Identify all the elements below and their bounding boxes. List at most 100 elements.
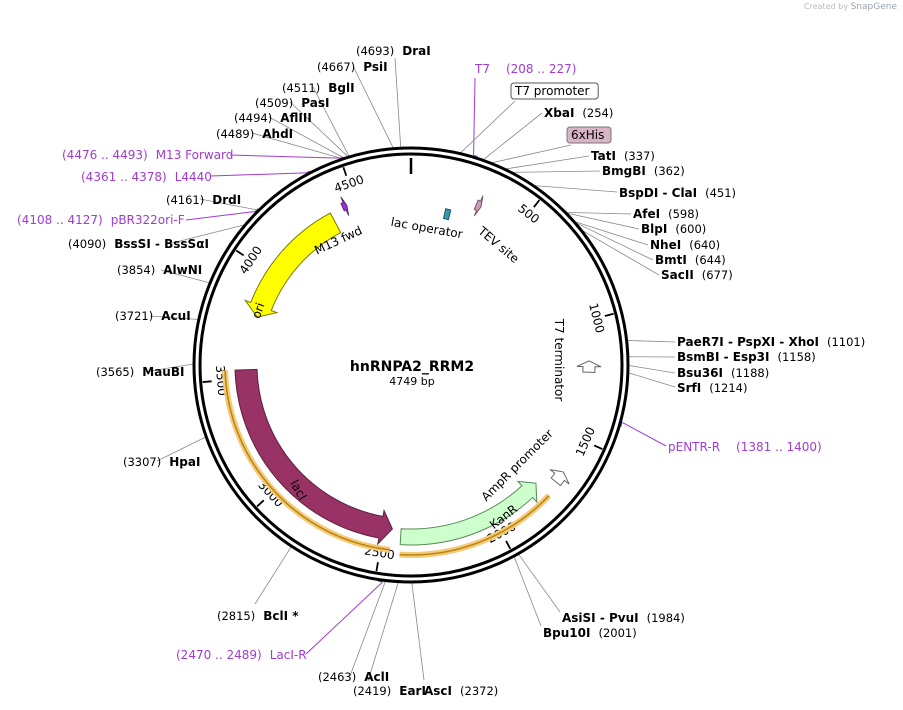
leader-line <box>580 228 660 276</box>
enzyme-position: (640) <box>689 238 720 252</box>
feature-label-tev-site: TEV site <box>475 223 522 266</box>
primer-range: (4108 .. 4127) <box>17 213 103 227</box>
tick-label: 1500 <box>573 425 598 459</box>
enzyme-label: Bpu10I(2001) <box>543 626 637 640</box>
enzyme-position: (4511) <box>282 81 320 95</box>
leader-line <box>565 211 632 215</box>
leader-line <box>160 269 211 284</box>
leader-line <box>411 581 425 681</box>
backbone-inner-ring <box>198 152 624 578</box>
enzyme-name: DraI <box>402 44 430 58</box>
primer-name: pENTR-R <box>668 440 720 454</box>
enzyme-label: (3307)HpaI <box>123 455 200 469</box>
primer-leader <box>209 172 306 177</box>
enzyme-position: (1214) <box>709 381 747 395</box>
enzyme-label: (4494)AflIII <box>234 111 312 125</box>
primer-leader <box>229 154 339 159</box>
enzyme-name: PasI <box>301 96 329 110</box>
enzyme-label: Bsu36I(1188) <box>677 366 769 380</box>
enzyme-name: AfeI <box>633 207 660 221</box>
enzyme-label: NheI(640) <box>650 238 720 252</box>
enzyme-label: (4090)BssSI - BssSαI <box>68 237 209 251</box>
leader-line <box>312 86 350 158</box>
tick-mark <box>593 444 603 450</box>
enzyme-name: BssSI - BssSαI <box>114 237 209 251</box>
enzyme-name: Bpu10I <box>543 626 590 640</box>
enzyme-label: XbaI(254) <box>544 106 613 120</box>
enzyme-label: (2419)EarI <box>353 684 426 698</box>
enzyme-position: (337) <box>624 149 655 163</box>
enzyme-label: BsmBI - Esp3I(1158) <box>677 350 816 364</box>
callout-leader <box>459 100 516 154</box>
enzyme-label: (4667)PsiI <box>317 60 388 74</box>
tick-label: 4000 <box>237 243 265 276</box>
enzyme-label: AsiSI - PvuI(1984) <box>562 611 685 625</box>
tick-mark <box>342 166 348 177</box>
leader-line <box>565 212 640 230</box>
enzyme-label: AfeI (598) <box>633 207 699 221</box>
plasmid-name: hnRNPA2_RRM2 <box>350 359 474 375</box>
snapgene-credit: Created by SnapGene <box>804 2 897 12</box>
enzyme-name: SrfI <box>677 381 701 395</box>
enzyme-position: (598) <box>668 207 699 221</box>
callout-box <box>566 126 612 144</box>
primer-line <box>399 495 550 556</box>
enzyme-name: AlwNI <box>163 263 202 277</box>
enzyme-position: (254) <box>582 106 613 120</box>
enzyme-name: MauBI <box>142 365 184 379</box>
primer-label: (4361 .. 4378)L4440 <box>81 170 212 184</box>
feature-label-t7-terminator: T7 terminator <box>552 318 566 402</box>
enzyme-position: (4489) <box>216 127 254 141</box>
features <box>222 195 602 558</box>
tick-mark <box>533 199 541 208</box>
credit-prefix: Created by <box>804 2 849 11</box>
backbone-outer-ring <box>192 146 630 584</box>
leader-line <box>367 581 399 682</box>
enzyme-position: (2372) <box>460 684 498 698</box>
enzyme-position: (4667) <box>317 60 355 74</box>
leader-line <box>627 372 676 388</box>
enzyme-name: AsiSI - PvuI <box>562 611 639 625</box>
primer-label: pENTR-R (1381 .. 1400) <box>668 440 822 454</box>
enzyme-label: BspDI - ClaI (451) <box>619 186 736 200</box>
enzyme-name: DrdI <box>212 193 241 207</box>
enzyme-position: (3307) <box>123 455 161 469</box>
callout-box <box>510 82 599 100</box>
tick-mark <box>375 562 379 572</box>
tick-mark <box>256 499 265 508</box>
enzyme-name: AcuI <box>161 309 190 323</box>
enzyme-name: AhdI <box>262 127 293 141</box>
tick-mark <box>235 249 245 257</box>
leader-line <box>199 198 259 211</box>
leader-line <box>156 436 207 462</box>
leader-line <box>149 315 199 320</box>
enzyme-label: PaeR7I - PspXI - XhoI (1101) <box>677 335 865 349</box>
enzyme-label: SacII(677) <box>661 268 733 282</box>
enzyme-label: BmgBI(362) <box>602 164 685 178</box>
enzyme-name: PaeR7I - PspXI - XhoI <box>677 335 819 349</box>
tick-label: 500 <box>515 201 542 226</box>
enzyme-name: BclI * <box>263 609 299 623</box>
enzyme-name: BspDI - ClaI <box>619 186 697 200</box>
enzyme-label: (2815)BclI * <box>217 609 299 623</box>
leader-line <box>574 221 654 261</box>
leader-line <box>627 364 676 374</box>
leader-line <box>504 155 590 170</box>
leader-line <box>143 363 195 373</box>
feature-m13-fwd <box>340 196 350 216</box>
feature-lac-operator <box>442 208 452 221</box>
primer-range: (1381 .. 1400) <box>736 440 822 454</box>
primer-name: pBR322ori-F <box>111 213 185 227</box>
enzyme-position: (2463) <box>318 670 356 684</box>
tick-mark <box>505 540 512 550</box>
leader-line <box>289 101 349 158</box>
enzyme-label: BlpI(600) <box>641 222 706 236</box>
enzyme-position: (600) <box>675 222 706 236</box>
enzyme-label: (4511)BglI <box>282 81 355 95</box>
tick-label: 1000 <box>586 302 607 335</box>
enzyme-position: (451) <box>705 186 736 200</box>
enzyme-position: (1101) <box>827 335 865 349</box>
primer-leader <box>473 77 476 156</box>
enzyme-name: Bsu36I <box>677 366 723 380</box>
